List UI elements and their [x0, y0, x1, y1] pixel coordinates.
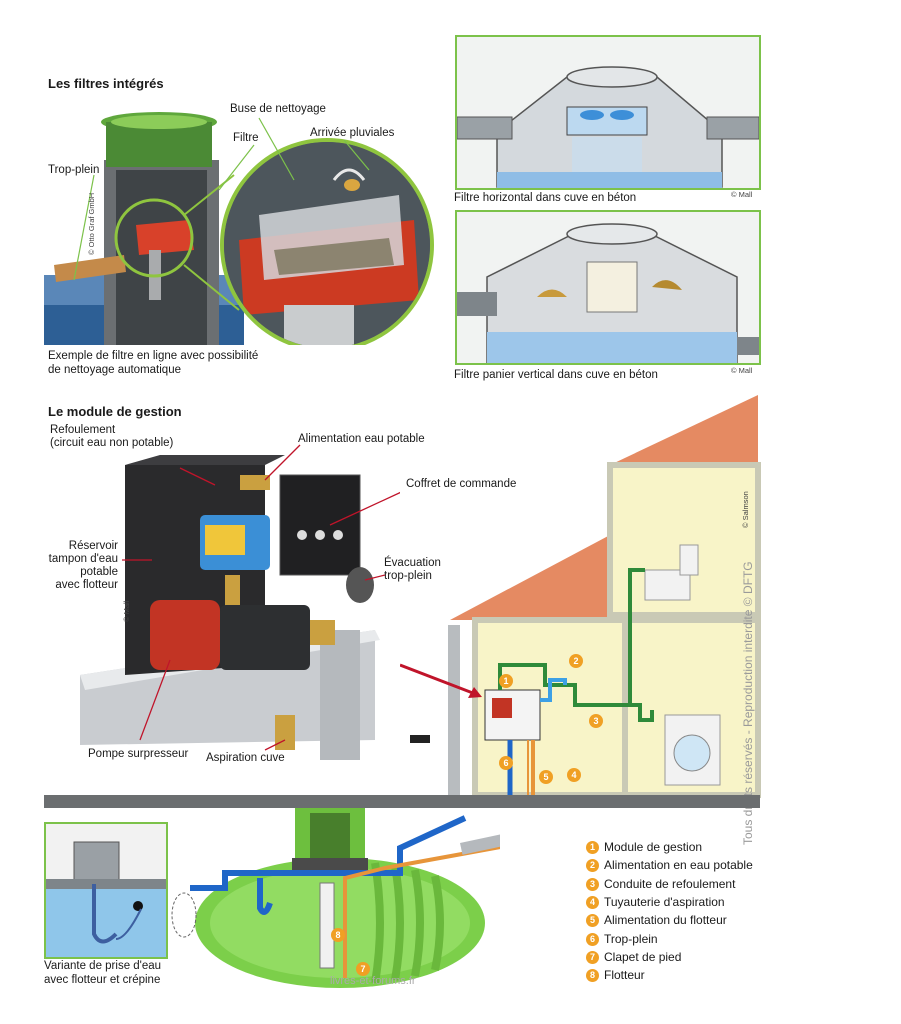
label-coffret-commande: Coffret de commande: [406, 478, 517, 490]
legend-item-4: 4 Tuyauterie d'aspiration: [586, 894, 725, 910]
management-module-illustration: [80, 444, 400, 760]
marker-4: 4: [567, 768, 581, 782]
horizontal-filter-caption: Filtre horizontal dans cuve en béton: [454, 192, 637, 204]
variant-caption: Variante de prise d'eau avec flotteur et…: [44, 959, 161, 987]
legend-item-3: 3 Conduite de refoulement: [586, 876, 735, 892]
legend-number-4: 4: [586, 896, 599, 910]
label-refoulement-line2: (circuit eau non potable): [50, 437, 174, 449]
label-evacuation: Évacuation trop-plein: [384, 557, 441, 583]
legend-number-3: 3: [586, 878, 599, 892]
variant-intake-illustration: [46, 841, 166, 957]
label-refoulement: Refoulement (circuit eau non potable): [50, 424, 173, 450]
label-refoulement-line1: Refoulement: [50, 424, 116, 436]
label-alimentation-eau-potable: Alimentation eau potable: [298, 433, 425, 445]
house-installation-diagram: [400, 395, 761, 798]
marker-2: 2: [569, 654, 583, 668]
variant-caption-line1: Variante de prise d'eau: [44, 960, 162, 972]
label-evacuation-line1: Évacuation: [384, 557, 441, 569]
legend-label-4: Tuyauterie d'aspiration: [604, 895, 725, 909]
legend-number-7: 7: [586, 951, 599, 965]
inline-filter-caption-line2: de nettoyage automatique: [48, 364, 181, 376]
credit-otto-graf: © Otto Graf GmbH: [87, 192, 96, 255]
variant-intake-panel: [44, 822, 168, 959]
marker-7: 7: [356, 962, 370, 976]
legend-number-5: 5: [586, 914, 599, 928]
vertical-filter-credit: © Mall: [731, 366, 753, 375]
inline-filter-caption: Exemple de filtre en ligne avec possibil…: [48, 349, 258, 377]
label-reservoir-line1: Réservoir: [68, 540, 118, 552]
marker-8: 8: [331, 928, 345, 942]
legend-item-2: 2 Alimentation en eau potable: [586, 857, 753, 873]
label-reservoir-line4: avec flotteur: [55, 579, 118, 591]
legend-label-1: Module de gestion: [604, 840, 703, 854]
legend-number-6: 6: [586, 933, 599, 947]
inline-filter-caption-line1: Exemple de filtre en ligne avec possibil…: [48, 350, 259, 362]
watermark: livres-et-forums.fr: [330, 975, 416, 987]
credit-mall-module: © Mall: [122, 600, 131, 622]
panel-vertical-basket-filter: [455, 210, 761, 365]
legend-item-6: 6 Trop-plein: [586, 931, 658, 947]
legend-number-1: 1: [586, 841, 599, 855]
legend-item-7: 7 Clapet de pied: [586, 949, 681, 965]
legend-item-1: 1 Module de gestion: [586, 839, 702, 855]
legend-label-7: Clapet de pied: [604, 950, 682, 964]
label-buse-nettoyage: Buse de nettoyage: [230, 103, 326, 115]
label-reservoir: Réservoir tampon d'eau potable avec flot…: [40, 540, 118, 592]
legend-number-2: 2: [586, 859, 599, 873]
legend-label-5: Alimentation du flotteur: [604, 913, 727, 927]
variant-caption-line2: avec flotteur et crépine: [44, 974, 161, 986]
panel-horizontal-filter: [455, 35, 761, 190]
label-arrivee-pluviales: Arrivée pluviales: [310, 127, 395, 139]
label-reservoir-line3: potable: [80, 566, 118, 578]
label-trop-plein-filter: Trop-plein: [48, 164, 100, 176]
label-evacuation-line2: trop-plein: [384, 570, 432, 582]
filters-section-title: Les filtres intégrés: [48, 76, 164, 91]
underground-tank-diagram: [171, 808, 500, 988]
legend-label-8: Flotteur: [604, 968, 645, 982]
legend-item-5: 5 Alimentation du flotteur: [586, 912, 727, 928]
label-reservoir-line2: tampon d'eau: [48, 553, 118, 565]
module-section-title: Le module de gestion: [48, 404, 182, 419]
horizontal-filter-credit: © Mall: [731, 190, 753, 199]
vertical-filter-caption: Filtre panier vertical dans cuve en béto…: [454, 369, 658, 381]
vertical-basket-filter-illustration: [457, 212, 759, 363]
label-pompe-surpresseur: Pompe surpresseur: [88, 748, 189, 760]
legend-item-8: 8 Flotteur: [586, 967, 645, 983]
label-filtre: Filtre: [233, 132, 259, 144]
legend-number-8: 8: [586, 969, 599, 983]
legend-label-2: Alimentation en eau potable: [604, 858, 753, 872]
credit-salmson: © Salmson: [741, 491, 750, 528]
marker-5: 5: [539, 770, 553, 784]
marker-3: 3: [589, 714, 603, 728]
marker-6: 6: [499, 756, 513, 770]
legend-label-6: Trop-plein: [604, 932, 658, 946]
marker-1: 1: [499, 674, 513, 688]
inline-filter-illustration: [44, 112, 434, 345]
horizontal-filter-illustration: [457, 37, 759, 188]
ground-line: [44, 795, 760, 808]
legend-label-3: Conduite de refoulement: [604, 877, 736, 891]
label-aspiration-cuve: Aspiration cuve: [206, 752, 285, 764]
